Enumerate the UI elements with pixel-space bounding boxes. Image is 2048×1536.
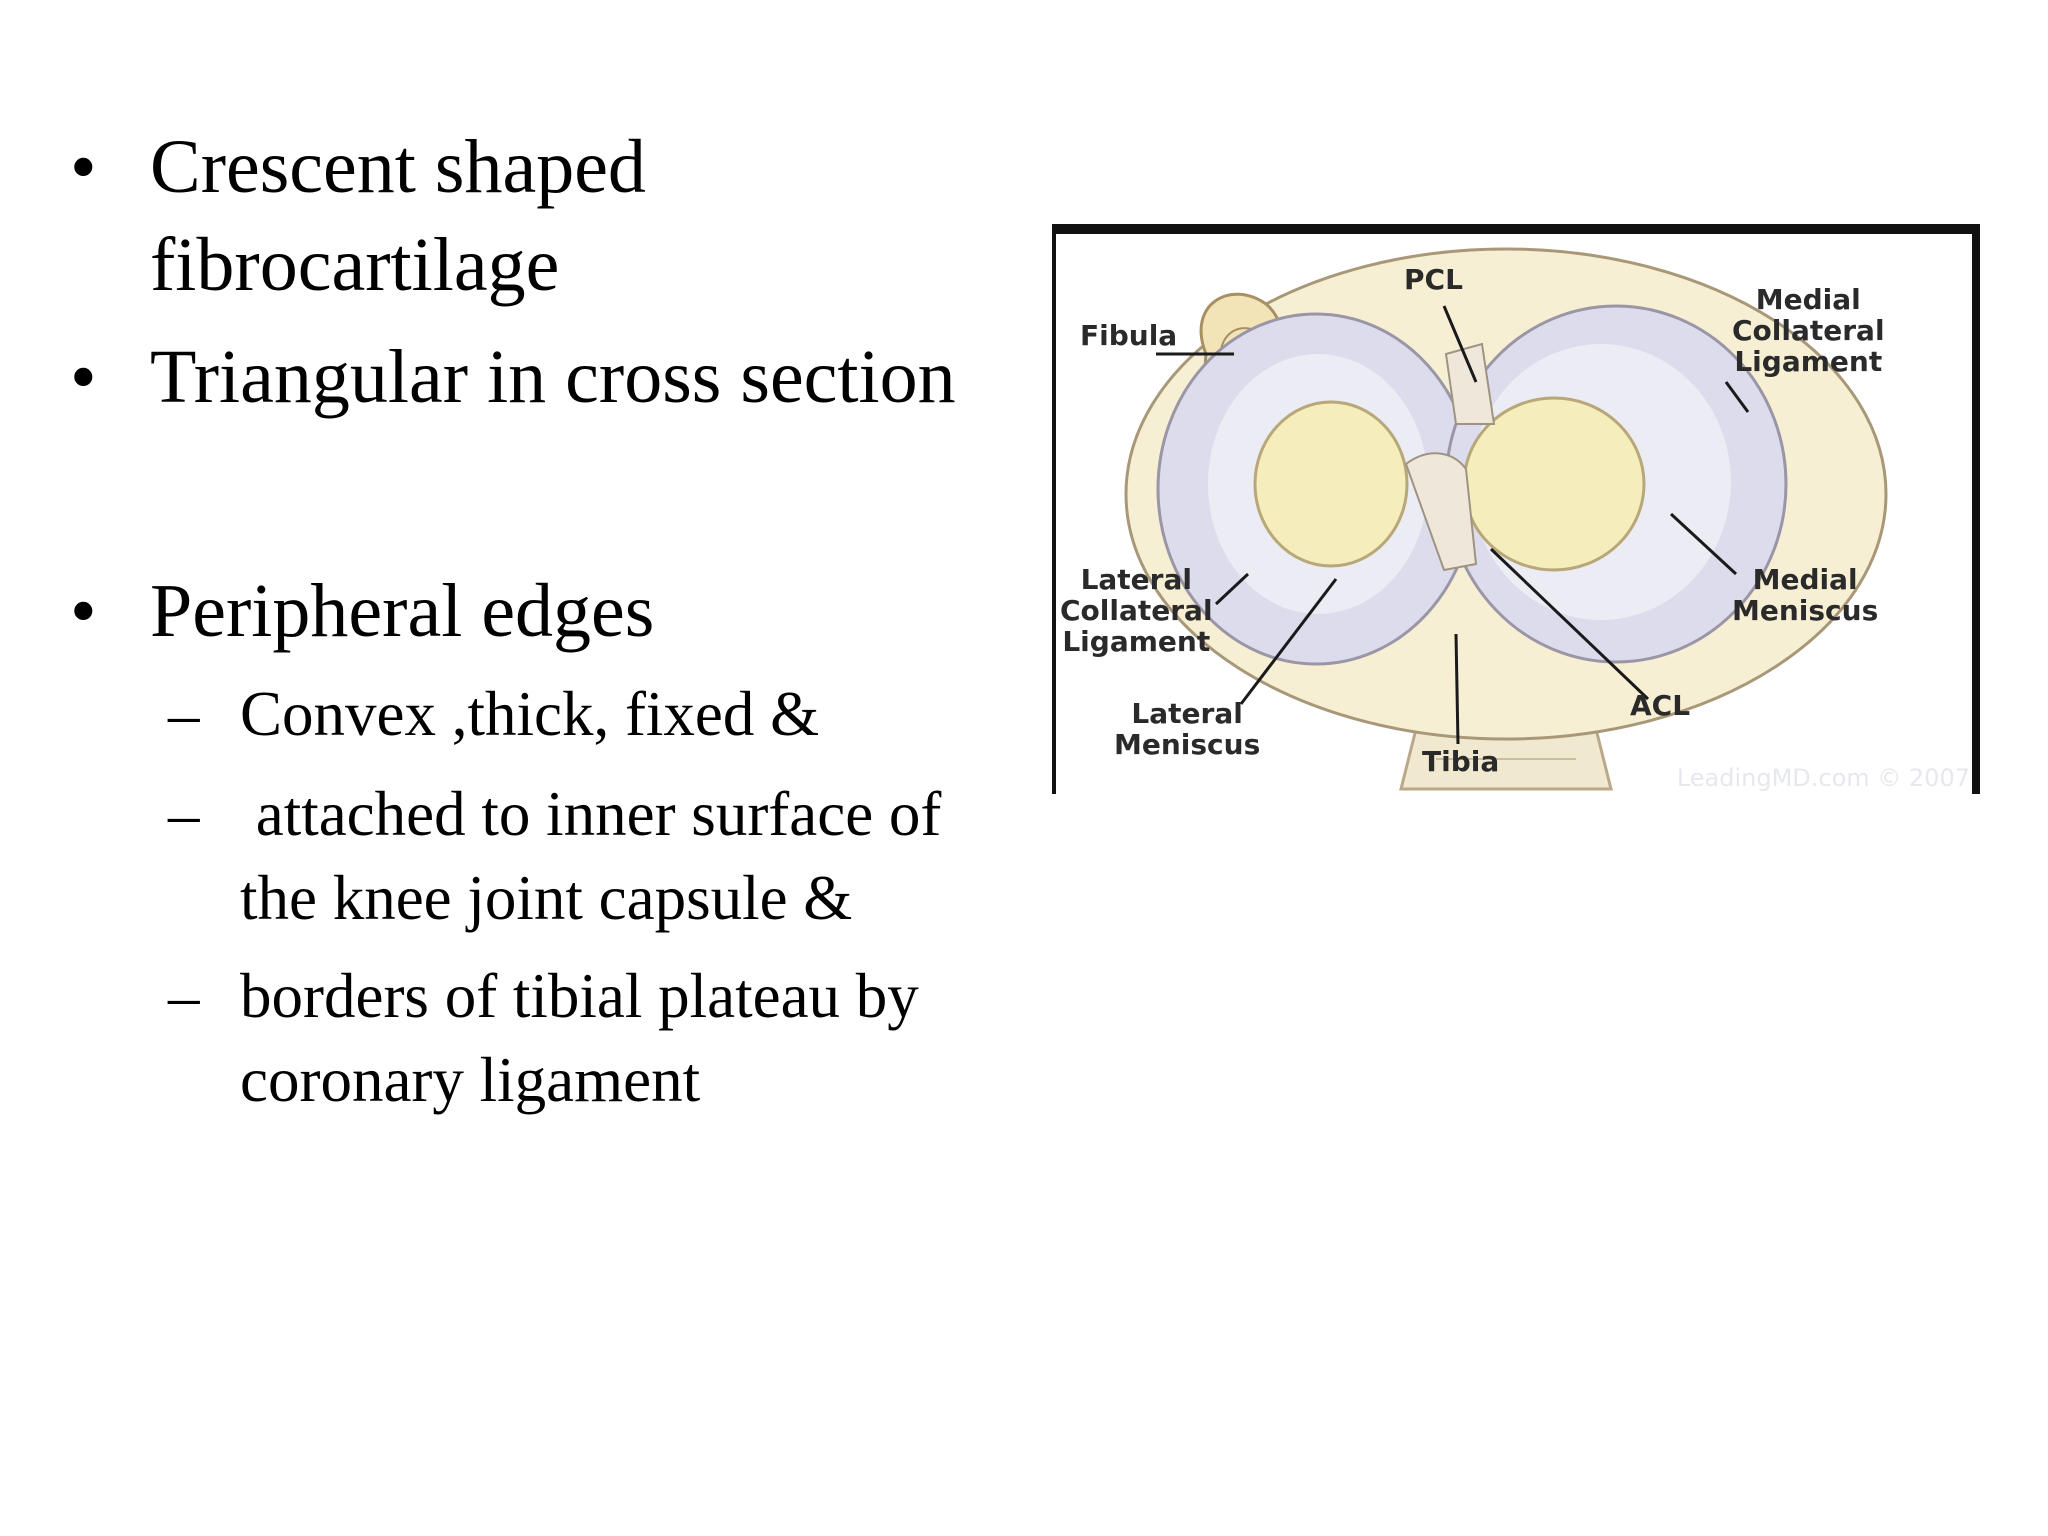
bullet-marker: •: [70, 125, 97, 209]
label-lateral-collateral-ligament: Lateral Collateral Ligament: [1060, 563, 1213, 658]
label-medial-collateral-ligament: Medial Collateral Ligament: [1732, 283, 1885, 378]
bullet-list: • Crescent shaped fibrocartilage • Trian…: [70, 125, 956, 1115]
sub-bullet-marker: –: [168, 961, 200, 1031]
bullet-text: Peripheral edges: [150, 569, 655, 653]
figure-watermark: LeadingMD.com © 2007: [1676, 764, 1970, 792]
bullet-text: Crescent shaped fibrocartilage: [150, 125, 646, 307]
bullet-text: Triangular in cross section: [150, 335, 956, 419]
bullet-marker: •: [70, 335, 97, 419]
sub-bullet-text: Convex ,thick, fixed &: [240, 679, 820, 749]
sub-bullet-marker: –: [168, 779, 200, 849]
label-tibia: Tibia: [1422, 745, 1500, 778]
label-fibula: Fibula: [1080, 319, 1178, 352]
label-pcl: PCL: [1404, 263, 1463, 296]
sub-bullet-text: borders of tibial plateau by coronary li…: [240, 961, 919, 1115]
bullet-marker: •: [70, 569, 97, 653]
knee-meniscus-illustration: [1124, 247, 1888, 791]
label-lateral-meniscus: Lateral Meniscus: [1114, 697, 1261, 761]
knee-meniscus-figure: PCL Fibula Medial Collateral Ligament La…: [1052, 224, 1980, 794]
sub-bullet-text: attached to inner surface of the knee jo…: [240, 779, 942, 933]
label-medial-meniscus: Medial Meniscus: [1732, 563, 1879, 627]
sub-bullet-marker: –: [168, 679, 200, 749]
label-acl: ACL: [1630, 689, 1691, 722]
